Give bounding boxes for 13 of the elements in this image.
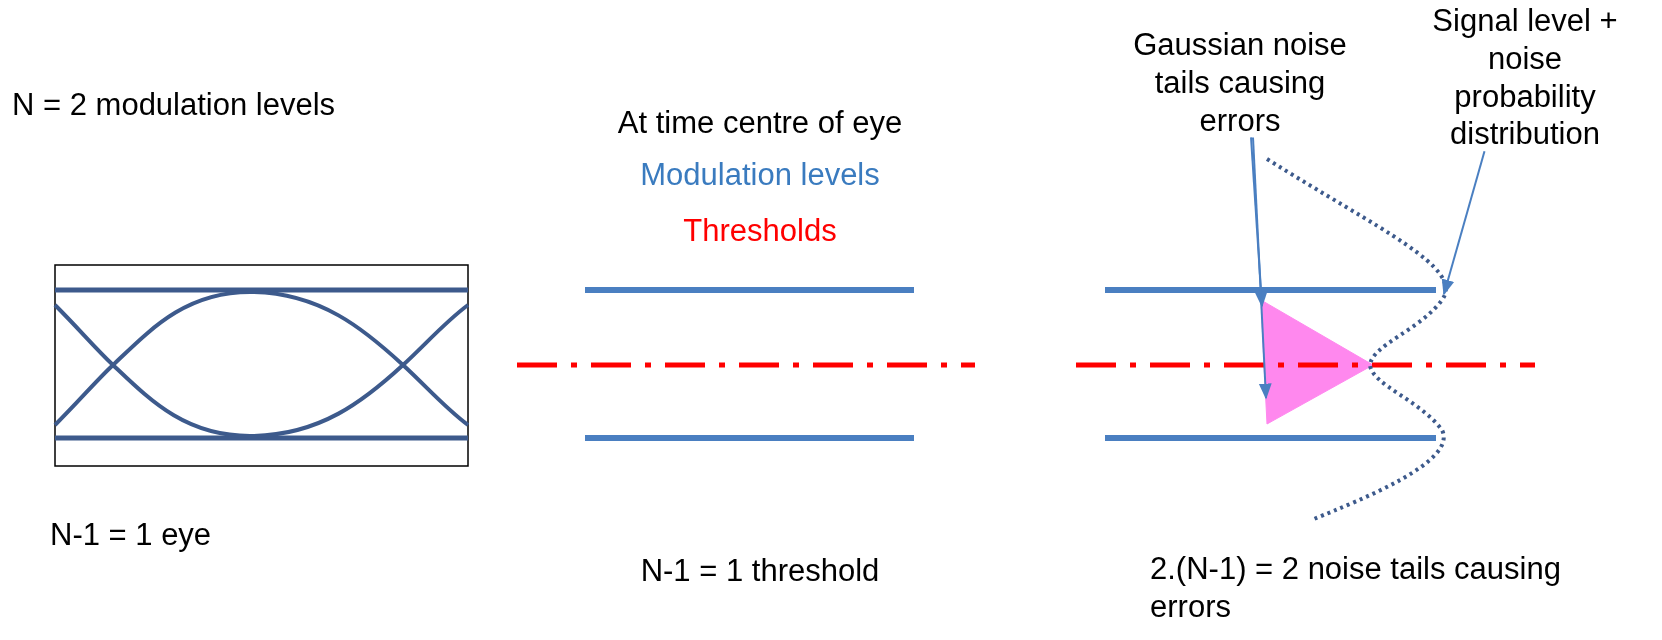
leader-line: [1441, 150, 1486, 296]
annotation-text: Modulation levels: [639, 156, 881, 194]
annotation-text: N = 2 modulation levels: [12, 86, 337, 124]
probability-curve: [1265, 157, 1448, 521]
annotation-text: N-1 = 1 threshold: [639, 552, 881, 590]
callout-text: Signal level + noise probability distribution: [1420, 2, 1630, 154]
annotation-text: 2.(N-1) = 2 noise tails causing errors: [1150, 550, 1562, 626]
annotation-text: At time centre of eye: [616, 104, 904, 142]
leader-line: [1250, 136, 1268, 308]
annotation-text: N-1 = 1 eye: [50, 516, 213, 554]
annotation-text: Thresholds: [682, 212, 838, 250]
callout-text: Gaussian noise tails causing errors: [1110, 26, 1370, 140]
leader-line: [1252, 136, 1272, 400]
